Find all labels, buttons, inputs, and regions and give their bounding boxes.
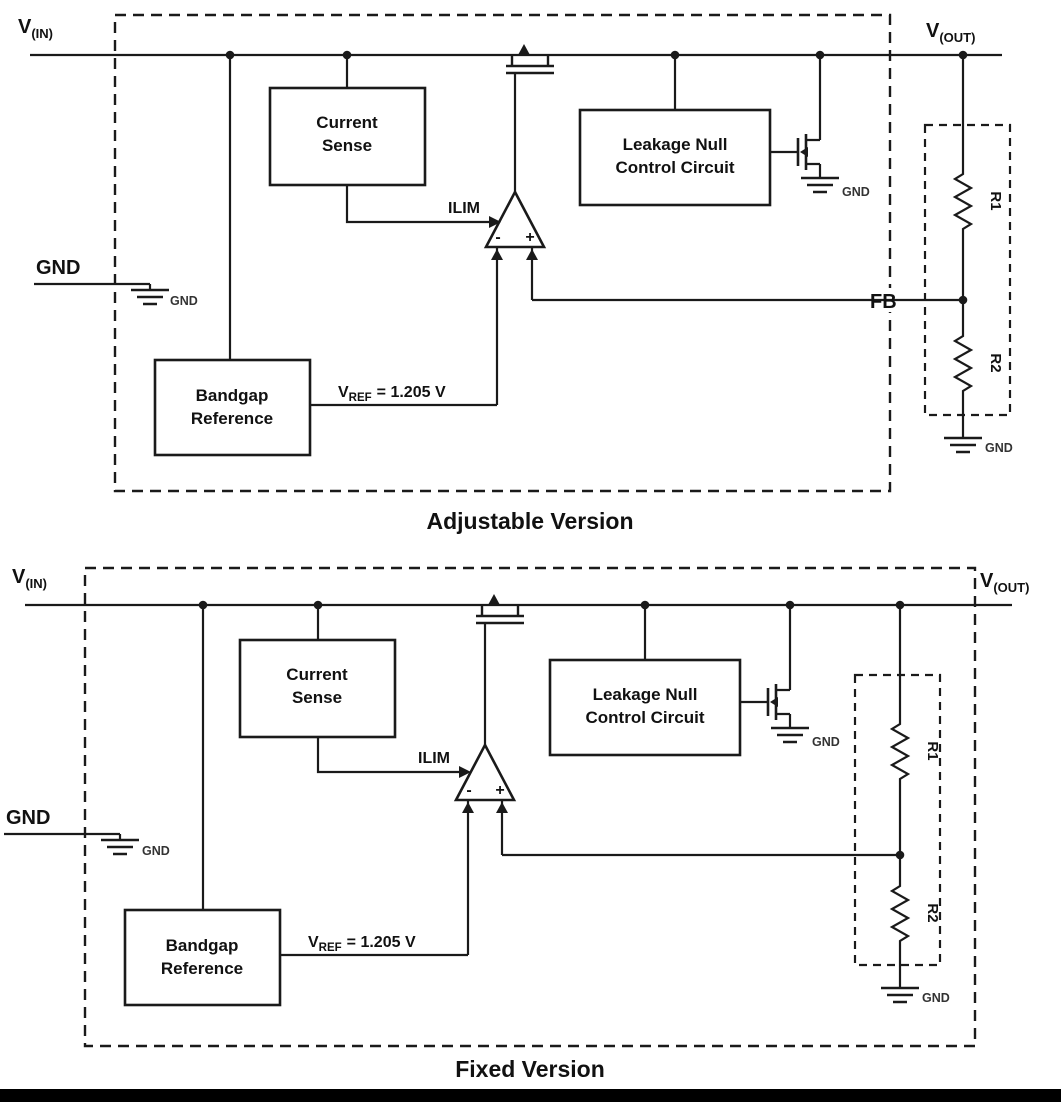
gnd-pin-label: GND (36, 257, 80, 279)
ground-icon (799, 176, 841, 194)
current-sense-label-line2: Sense (322, 136, 372, 155)
leakage-null-block (578, 108, 772, 207)
ilim-label: ILIM (448, 200, 480, 217)
vref-label: VREF= 1.205 V (308, 934, 416, 954)
wires (30, 53, 1002, 438)
junction-dots (225, 50, 968, 305)
ground-icon (879, 986, 921, 1004)
resistor-r2-icon (890, 878, 910, 949)
r2-label: R2 (987, 353, 1004, 372)
vout-label: V(OUT) (926, 20, 975, 45)
bandgap-label-line2: Reference (161, 959, 243, 978)
leakage-null-label-line2: Control Circuit (616, 158, 735, 177)
bandgap-label-line1: Bandgap (196, 386, 269, 405)
gnd-symbol-label: GND (170, 294, 198, 308)
pass-mosfet-icon (506, 44, 554, 75)
opamp-plus-label: + (525, 229, 534, 246)
external-divider-box (923, 123, 1012, 417)
junction-dots (198, 600, 905, 860)
r1-label: R1 (987, 191, 1004, 210)
ic-boundary (113, 13, 892, 493)
pass-mosfet-icon (476, 594, 524, 625)
bandgap-label-line1: Bandgap (166, 936, 239, 955)
vout-label: V(OUT) (980, 570, 1029, 595)
ground-icon (99, 838, 141, 856)
diagram-caption: Adjustable Version (426, 508, 633, 534)
current-sense-block (268, 86, 427, 187)
inverting-input-arrow-icon (491, 249, 503, 260)
inverting-input-arrow-icon (462, 802, 474, 813)
resistor-r2-icon (953, 328, 973, 399)
vin-label: V(IN) (12, 566, 47, 591)
noninverting-input-arrow-icon (526, 249, 538, 260)
footer-rule (0, 1089, 1061, 1102)
fb-pin-label: FB (870, 291, 897, 313)
fixed-version-diagram: V(IN) V(OUT) GND GND Current Sense Leaka… (0, 566, 1061, 1102)
ilim-arrow-icon (459, 766, 471, 778)
gnd-pin-label: GND (6, 807, 50, 829)
bandgap-label-line2: Reference (191, 409, 273, 428)
opamp-plus-label: + (495, 782, 504, 799)
nmos-icon (766, 684, 778, 720)
ilim-arrow-icon (489, 216, 501, 228)
error-amp-icon (483, 189, 547, 249)
resistor-r1-icon (890, 716, 910, 787)
nmos-icon (796, 134, 808, 170)
mosfet-gnd-label: GND (842, 185, 870, 199)
adjustable-version-diagram: V(IN) V(OUT) GND GND Current Sense Leaka… (18, 13, 1013, 534)
vref-label: VREF= 1.205 V (338, 384, 446, 404)
error-amp-icon (453, 742, 517, 802)
current-sense-label-line2: Sense (292, 688, 342, 707)
mosfet-gnd-label: GND (812, 735, 840, 749)
opamp-minus-label: - (495, 229, 500, 246)
gnd-symbol-label: GND (142, 844, 170, 858)
r2-label: R2 (924, 903, 941, 922)
current-sense-label-line1: Current (286, 665, 348, 684)
current-sense-label-line1: Current (316, 113, 378, 132)
divider-gnd-label: GND (922, 991, 950, 1005)
vin-label: V(IN) (18, 16, 53, 41)
r1-label: R1 (924, 741, 941, 760)
ilim-label: ILIM (418, 750, 450, 767)
divider-gnd-label: GND (985, 441, 1013, 455)
leakage-null-label-line2: Control Circuit (586, 708, 705, 727)
ground-icon (942, 436, 984, 454)
leakage-null-block (548, 658, 742, 757)
opamp-minus-label: - (466, 782, 471, 799)
leakage-null-label-line1: Leakage Null (623, 135, 728, 154)
ground-icon (129, 288, 171, 306)
bandgap-block (123, 908, 282, 1007)
diagram-caption: Fixed Version (455, 1056, 605, 1082)
internal-divider-box (853, 673, 942, 967)
ground-icon (769, 726, 811, 744)
bandgap-block (153, 358, 312, 457)
resistor-r1-icon (953, 166, 973, 237)
current-sense-block (238, 638, 397, 739)
noninverting-input-arrow-icon (496, 802, 508, 813)
leakage-null-label-line1: Leakage Null (593, 685, 698, 704)
